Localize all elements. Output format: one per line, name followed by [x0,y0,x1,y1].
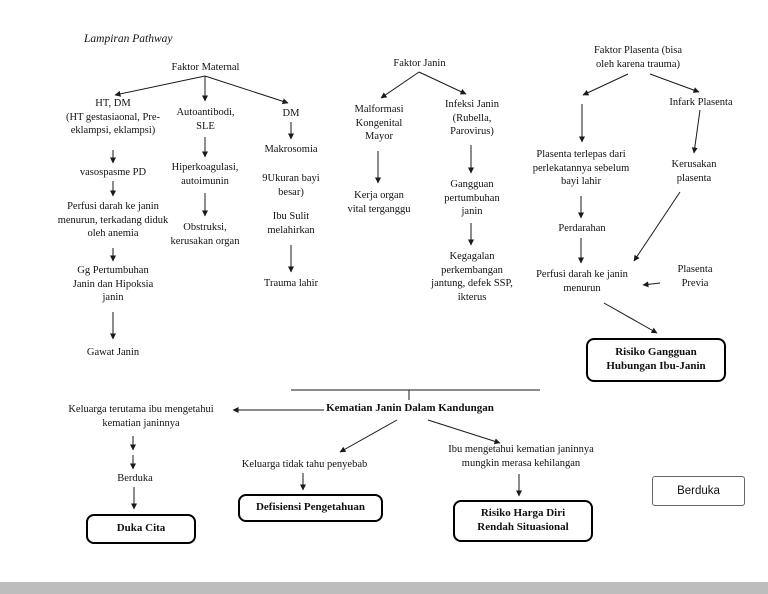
node-ukuran-bayi: 9Ukuran bayi besar) [262,173,320,198]
node-hiperkoagulasi: Hiperkoagulasi, autoimunin [171,162,239,187]
node-kegagalan: Kegagalan perkembangan jantung, defek SS… [431,251,513,303]
node-perdarahan: Perdarahan [558,223,606,234]
node-makrosomia: Makrosomia [264,144,318,155]
node-gangguan-pertumbuhan: Gangguan pertumbuhan janin [444,179,500,218]
node-keluarga-tidak-tahu: Keluarga tidak tahu penyebab [241,459,368,470]
node-infeksi-janin: Infeksi Janin (Rubella, Parovirus) [445,99,499,138]
node-gawat-janin: Gawat Janin [86,347,140,358]
node-faktor-janin: Faktor Janin [393,58,446,69]
node-risiko-gangguan-box: Risiko Gangguan Hubungan Ibu-Janin [586,338,726,382]
node-berduka: Berduka [117,473,153,484]
node-perfusi-menurun: Perfusi darah ke janin menurun [536,269,628,294]
node-plasenta-previa: Plasenta Previa [677,264,713,289]
node-infark-plasenta: Infark Plasenta [669,97,733,108]
node-vasospasme: vasospasme PD [79,167,147,178]
node-duka-cita-box: Duka Cita [86,514,196,544]
node-malformasi: Malformasi Kongenital Mayor [354,104,404,143]
node-trauma-lahir: Trauma lahir [263,278,319,289]
node-keluarga-ibu: Keluarga terutama ibu mengetahui kematia… [68,404,214,429]
page-bottom-edge [0,582,768,594]
node-kerja-organ: Kerja organ vital terganggu [347,190,411,215]
node-kerusakan-plasenta: Kerusakan plasenta [671,159,717,184]
node-dm: DM [282,108,300,119]
berduka-annotation-box: Berduka [652,476,745,506]
node-kematian-janin: Kematian Janin Dalam Kandungan [326,402,494,414]
node-perfusi-janin-anemia: Perfusi darah ke janin menurun, terkadan… [57,201,169,240]
node-ibu-sulit: Ibu Sulit melahirkan [267,211,315,236]
node-obstruksi: Obstruksi, kerusakan organ [170,222,240,247]
node-defisiensi-box: Defisiensi Pengetahuan [238,494,383,522]
node-faktor-plasenta: Faktor Plasenta (bisa oleh karena trauma… [593,45,683,70]
node-ibu-mengetahui: Ibu mengetahui kematian janinnya mungkin… [448,444,594,469]
page-title: Lampiran Pathway [84,33,173,45]
node-ht-dm: HT, DM (HT gestasiaonal, Pre- eklampsi, … [66,98,160,137]
node-gg-pertumbuhan: Gg Pertumbuhan Janin dan Hipoksia janin [72,265,154,304]
node-faktor-maternal: Faktor Maternal [171,62,240,73]
node-risiko-harga-diri-box: Risiko Harga Diri Rendah Situasional [453,500,593,542]
node-plasenta-terlepas: Plasenta terlepas dari perlekatannya seb… [532,149,630,188]
node-autoantibodi: Autoantibodi, SLE [176,107,235,132]
